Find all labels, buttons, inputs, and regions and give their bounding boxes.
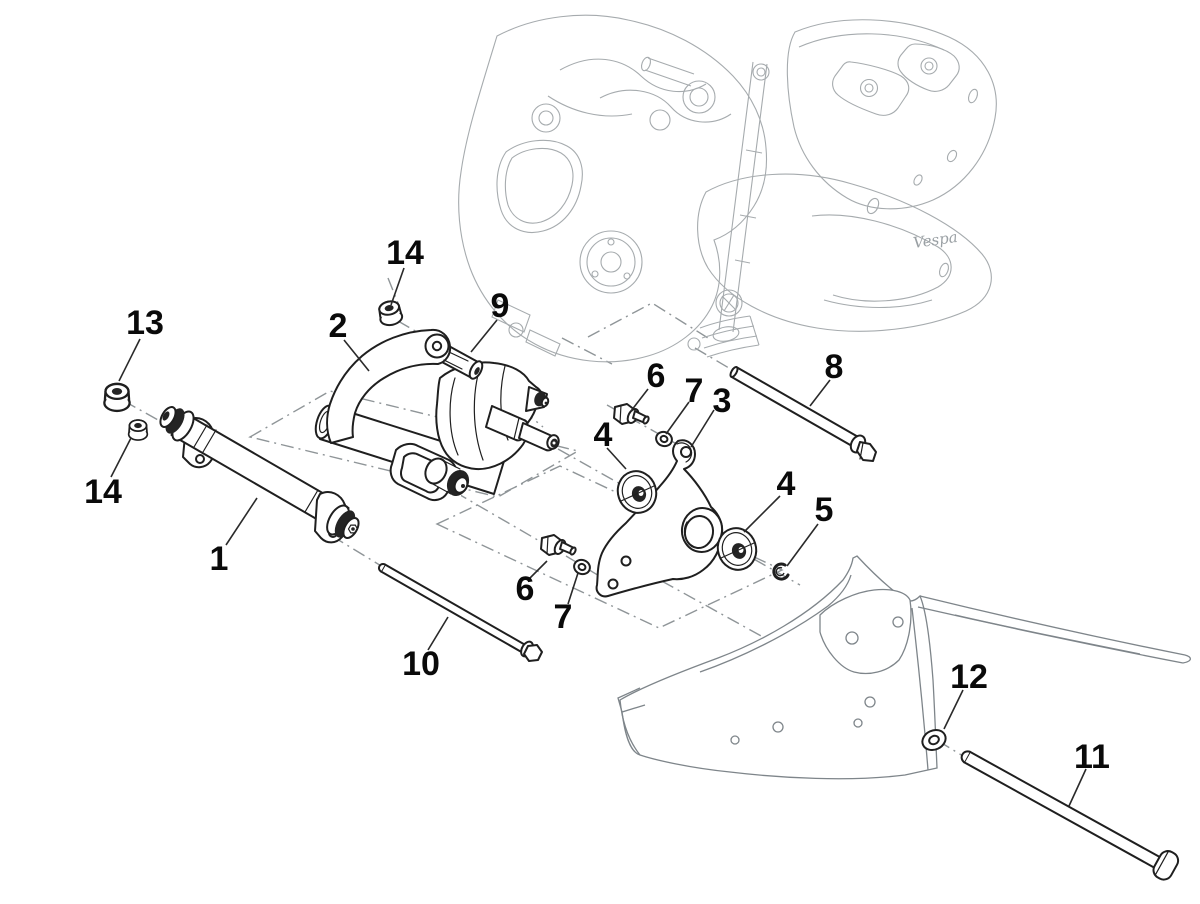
callout-5: 5 [815, 491, 834, 529]
nut-part-14-left [127, 419, 149, 441]
callout-4-right: 4 [777, 465, 796, 503]
callout-labels: 13 14 14 2 9 1 6 7 3 8 4 4 5 6 7 10 12 1… [84, 234, 1110, 776]
callout-leaders [110, 267, 1087, 807]
screw-part-6-bottom [540, 534, 578, 557]
support-bracket-part-3 [595, 439, 724, 598]
washer-part-7-bottom [571, 556, 593, 578]
pivot-pin-part-1 [159, 406, 360, 544]
callout-11: 11 [1074, 738, 1110, 776]
callout-12: 12 [950, 658, 988, 696]
callout-14-top: 14 [386, 234, 424, 272]
callout-1: 1 [210, 540, 229, 578]
vespa-logo: Vespa [912, 228, 959, 252]
callout-10: 10 [402, 645, 440, 683]
callout-13: 13 [126, 304, 164, 342]
washer-part-12 [921, 729, 947, 751]
circlip-part-5 [772, 562, 790, 581]
callout-2: 2 [329, 307, 348, 345]
callout-3: 3 [713, 382, 732, 420]
flange-nut-part-13 [103, 382, 131, 413]
callout-9: 9 [491, 287, 510, 325]
callout-8: 8 [825, 348, 844, 386]
rod-part-11 [960, 750, 1180, 881]
screw-part-6-top [613, 403, 651, 426]
callout-7-top: 7 [685, 372, 704, 410]
nut-part-14-top [376, 298, 405, 329]
grommet-part-4-left [616, 470, 658, 514]
callout-7-bottom: 7 [554, 598, 573, 636]
screw-part-10 [378, 563, 543, 662]
callout-6-bottom: 6 [516, 570, 535, 608]
callout-14-left: 14 [84, 473, 122, 511]
swing-arm-part-2 [314, 328, 560, 502]
callout-4-left: 4 [594, 416, 613, 454]
grommet-part-4-right [716, 527, 758, 571]
bolt-part-8 [729, 366, 877, 462]
callout-6-top: 6 [647, 357, 666, 395]
engine-illustration: Vespa [458, 14, 997, 363]
frame-panel-illustration [617, 555, 1192, 780]
